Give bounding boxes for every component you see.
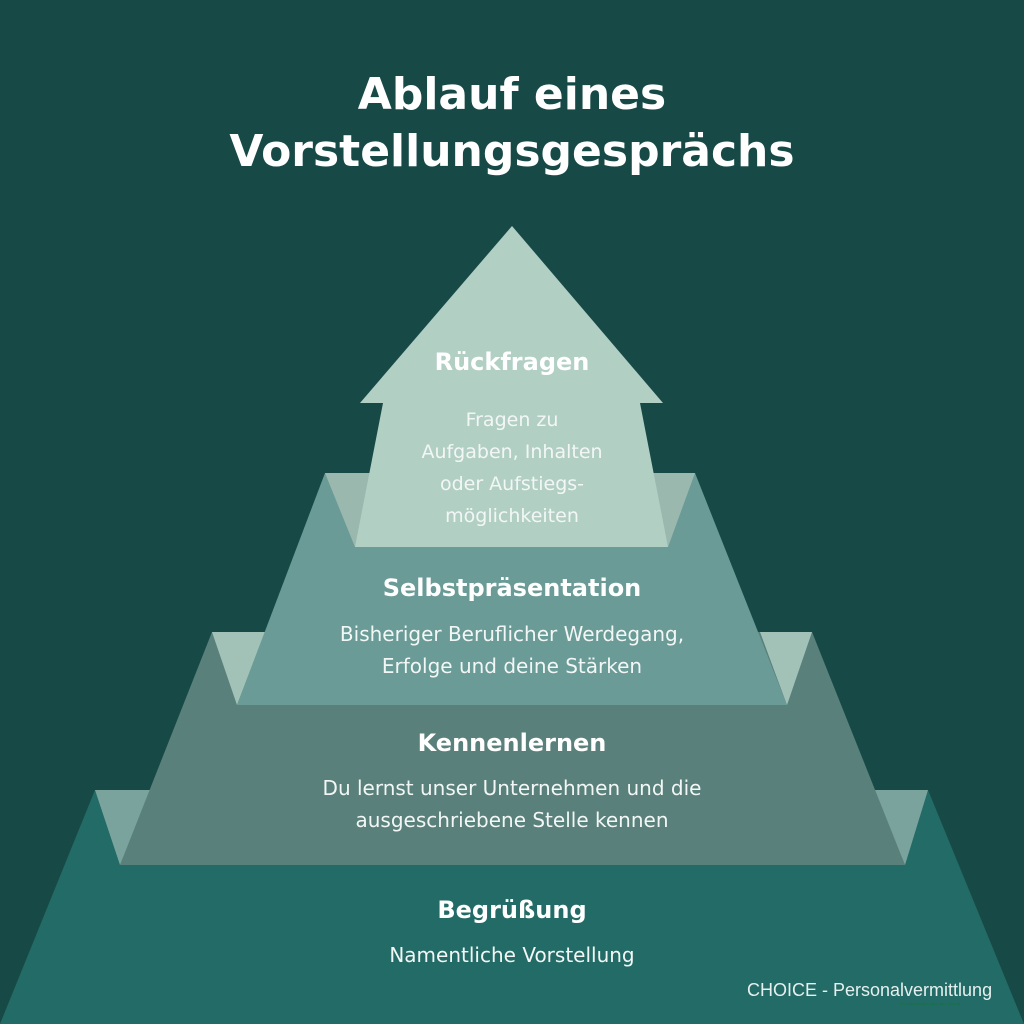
level-selbstpraesentation-flap-left (325, 473, 372, 547)
brand-logo-text: CHOICE - Personalvermittlung (747, 980, 993, 1000)
description-line: Fragen zu (465, 409, 559, 431)
brand-tagline: Sie entscheiden über Ihre Zukunft (900, 1001, 961, 1006)
description-line: Aufgaben, Inhalten (421, 441, 603, 463)
level-kennenlernen-flap-right (760, 632, 812, 705)
level-description-rueckfragen: Fragen zu Aufgaben, Inhalten oder Aufsti… (0, 404, 1024, 532)
description-line: möglichkeiten (445, 505, 579, 527)
level-heading-rueckfragen: Rückfragen (434, 348, 590, 376)
level-kennenlernen-flap-left (212, 632, 265, 705)
description-line: Namentliche Vorstellung (389, 943, 635, 967)
level-begruessung-flap-left (95, 790, 152, 865)
description-line: ausgeschriebene Stelle kennen (355, 808, 669, 832)
level-description-kennenlernen: Du lernst unser Unternehmen und die ausg… (0, 772, 1024, 836)
level-begruessung-flap-right (872, 790, 928, 865)
level-selbstpraesentation-flap-right (652, 473, 695, 547)
description-line: Bisheriger Beruflicher Werdegang, (339, 622, 685, 646)
page-title: Ablauf eines Vorstellungsgesprächs (0, 66, 1024, 180)
title-line-2: Vorstellungsgesprächs (229, 126, 795, 177)
level-heading-selbstpraesentation: Selbstpräsentation (382, 574, 642, 602)
level-heading-begruessung: Begrüßung (437, 896, 587, 924)
description-line: Erfolge und deine Stärken (381, 654, 643, 678)
description-line: Du lernst unser Unternehmen und die (322, 776, 702, 800)
title-line-1: Ablauf eines (357, 69, 667, 120)
description-line: oder Aufstiegs- (439, 473, 585, 495)
level-rueckfragen-arrow (355, 226, 668, 547)
level-description-selbstpraesentation: Bisheriger Beruflicher Werdegang, Erfolg… (0, 618, 1024, 682)
level-heading-kennenlernen: Kennenlernen (417, 729, 607, 757)
level-description-begruessung: Namentliche Vorstellung (0, 939, 1024, 971)
